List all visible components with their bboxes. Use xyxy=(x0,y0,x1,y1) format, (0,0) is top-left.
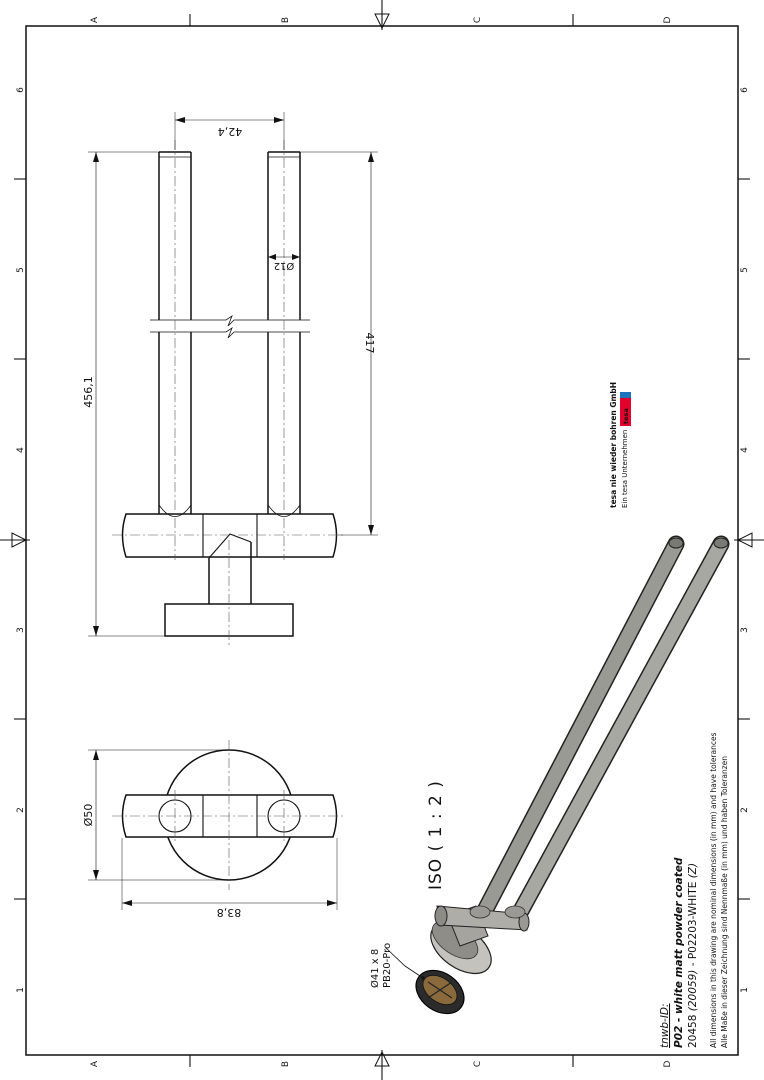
pb20-leader-line xyxy=(385,947,424,979)
dim-width: 83,8 xyxy=(217,906,242,919)
right-arm xyxy=(267,152,301,514)
scale-label: ISO ( 1 : 2 ) xyxy=(426,780,446,890)
zone-number-left-4: 4 xyxy=(16,447,26,453)
zone-number-right-3: 3 xyxy=(740,627,750,633)
zone-numbers: 1 2 3 4 5 6 1 2 3 4 5 6 xyxy=(16,87,750,993)
crossbar xyxy=(121,513,338,558)
zone-number-left-3: 3 xyxy=(16,627,26,633)
zone-number-left-2: 2 xyxy=(16,807,26,813)
dim-arm-spacing: 42,4 xyxy=(218,125,243,138)
zone-ticks xyxy=(14,14,750,1067)
tnwb-id-label: tnwb-ID: xyxy=(659,1003,671,1048)
tolerance-note-en: All dimensions in this drawing are nomin… xyxy=(709,732,718,1048)
company-block: tesa nie wieder bohren GmbH Ein tesa Unt… xyxy=(609,382,631,508)
side-view: Ø50 83,8 xyxy=(82,740,346,919)
dim-plate-diameter: Ø50 xyxy=(82,804,95,827)
company-name: tesa nie wieder bohren GmbH xyxy=(609,382,618,508)
dim-arm-length: 417 xyxy=(363,333,376,354)
part-name-label: PB20-Pro xyxy=(382,943,393,988)
article-number: 20458 (20059) - P02203-WHITE (Z) xyxy=(687,863,699,1048)
zone-letter-top-d: D xyxy=(663,16,673,23)
tolerance-note-de: Alle Maße in dieser Zeichnung sind Nennm… xyxy=(720,756,729,1048)
zone-number-left-5: 5 xyxy=(16,267,26,273)
title-block: tnwb-ID: P02 - white matt powder coated … xyxy=(659,732,729,1048)
pb20-pro-part: Ø41 x 8 PB20-Pro xyxy=(369,943,465,1015)
iso-arm-right xyxy=(510,537,728,925)
zone-number-right-6: 6 xyxy=(740,87,750,93)
zone-number-right-5: 5 xyxy=(740,267,750,273)
left-arm xyxy=(158,152,192,514)
tesa-logo xyxy=(620,392,631,426)
tesa-logo-text: tesa xyxy=(622,408,630,424)
zone-letters: A B C D A B C D xyxy=(90,16,673,1067)
drawing-frame xyxy=(25,25,739,1056)
zone-letter-bottom-b: B xyxy=(281,1061,291,1067)
zone-number-left-6: 6 xyxy=(16,87,26,93)
front-view: 456,1 417 42,4 Ø12 xyxy=(82,112,378,645)
dim-overall-length: 456,1 xyxy=(82,376,95,408)
svg-text:P02 - white matt powder coated: P02 - white matt powder coated xyxy=(673,857,685,1048)
zone-number-right-4: 4 xyxy=(740,447,750,453)
zone-number-left-1: 1 xyxy=(16,987,26,993)
zone-number-right-1: 1 xyxy=(740,987,750,993)
finish-label: P02 - white matt powder coated xyxy=(673,857,685,1048)
zone-letter-top-a: A xyxy=(90,16,100,23)
company-subtitle: Ein tesa Unternehmen xyxy=(621,430,629,508)
part-size-label: Ø41 x 8 xyxy=(369,949,381,988)
zone-letter-bottom-a: A xyxy=(90,1060,100,1067)
zone-number-right-2: 2 xyxy=(740,807,750,813)
zone-letter-bottom-d: D xyxy=(663,1060,673,1067)
zone-letter-top-c: C xyxy=(473,17,483,23)
isometric-view xyxy=(430,535,730,975)
dim-arm-diameter: Ø12 xyxy=(274,260,295,272)
iso-arm-left xyxy=(473,537,683,927)
zone-letter-bottom-c: C xyxy=(473,1061,483,1067)
side-crossbar xyxy=(121,794,338,838)
zone-letter-top-b: B xyxy=(281,17,291,23)
